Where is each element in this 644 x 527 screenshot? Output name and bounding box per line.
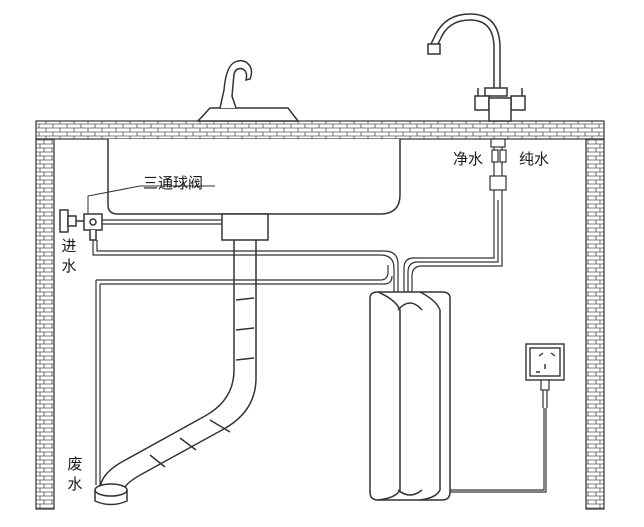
drain-pipe (94, 240, 257, 506)
water-inlet-label: 进 水 (60, 236, 78, 276)
valve-leader-line (87, 185, 215, 213)
brick-wall (35, 120, 605, 510)
waste-water-char-2: 水 (67, 475, 83, 493)
filter-unit (369, 291, 451, 501)
power-socket-icon (525, 343, 565, 381)
pure-water-label: 纯水 (519, 150, 550, 168)
water-inlet-char-2: 水 (61, 257, 77, 275)
waste-water-label: 废 水 (66, 454, 84, 494)
three-way-valve-label: 三通球阀 (143, 174, 204, 192)
angle-valve-icon (59, 209, 103, 241)
faucet-icon (196, 59, 300, 122)
faucet-fittings (489, 138, 507, 191)
power-cord (450, 379, 550, 493)
water-inlet-char-1: 进 (61, 237, 77, 255)
drain-box (221, 213, 269, 241)
waste-water-char-1: 废 (67, 455, 83, 473)
clean-water-label: 净水 (453, 150, 484, 168)
dual-faucet-icon (427, 13, 526, 122)
